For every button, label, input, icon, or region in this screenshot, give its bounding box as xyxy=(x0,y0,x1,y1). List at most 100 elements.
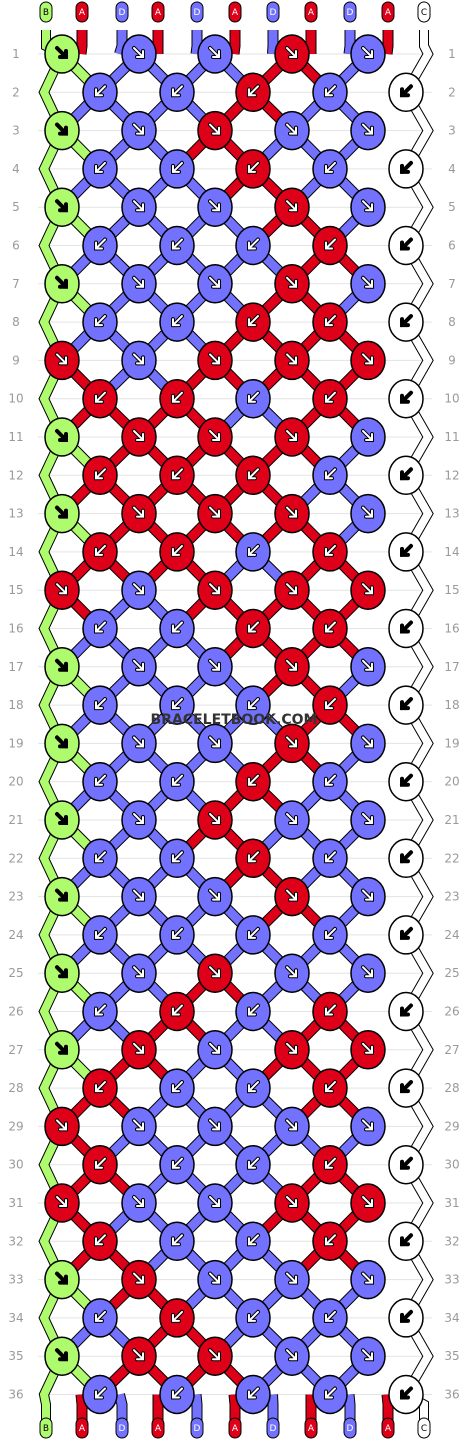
knot xyxy=(350,1259,386,1300)
row-number-right: 26 xyxy=(444,1005,459,1019)
top-strand-label: D xyxy=(270,8,277,18)
row-number-left: 11 xyxy=(8,430,23,444)
backward-knot-arrow-icon xyxy=(401,315,412,327)
bottom-strand-label: C xyxy=(421,1424,427,1434)
row-number-left: 32 xyxy=(8,1234,23,1248)
backward-knot-arrow-icon xyxy=(95,851,106,863)
knot xyxy=(274,1259,310,1300)
bottom-strand xyxy=(115,1393,127,1421)
knot xyxy=(44,570,80,610)
backward-knot-arrow-icon xyxy=(248,698,259,710)
knot xyxy=(235,378,271,419)
knot xyxy=(82,455,118,496)
forward-knot-arrow-icon xyxy=(133,200,144,212)
backward-knot-arrow-icon xyxy=(401,85,412,97)
row-number-right: 19 xyxy=(444,736,459,750)
knot xyxy=(82,1144,118,1185)
knot xyxy=(121,953,157,993)
backward-knot-arrow-icon xyxy=(401,468,412,480)
knot xyxy=(197,110,233,151)
knot xyxy=(235,455,271,496)
row-number-left: 19 xyxy=(8,736,23,750)
forward-knot-arrow-icon xyxy=(362,1272,373,1284)
row-number-right: 23 xyxy=(444,890,459,904)
knot xyxy=(312,1298,348,1338)
backward-knot-arrow-icon xyxy=(325,698,336,710)
forward-knot-arrow-icon xyxy=(56,47,67,58)
forward-knot-arrow-icon xyxy=(286,966,297,978)
forward-knot-arrow-icon xyxy=(362,1196,373,1207)
knot xyxy=(350,417,386,457)
forward-knot-arrow-icon xyxy=(56,1196,67,1207)
backward-knot-arrow-icon xyxy=(325,774,336,786)
knot xyxy=(235,991,271,1032)
forward-knot-arrow-icon xyxy=(209,200,220,212)
knot xyxy=(350,1183,386,1223)
top-strand xyxy=(115,30,127,56)
knot xyxy=(197,953,233,993)
forward-knot-arrow-icon xyxy=(56,1272,67,1284)
backward-knot-arrow-icon xyxy=(401,1157,412,1169)
knot xyxy=(82,532,118,572)
knot xyxy=(159,72,195,113)
knot xyxy=(388,685,424,725)
row-number-left: 22 xyxy=(8,851,23,865)
row-number-left: 18 xyxy=(8,698,23,712)
forward-knot-arrow-icon xyxy=(209,1272,220,1284)
forward-knot-arrow-icon xyxy=(133,1119,144,1131)
backward-knot-arrow-icon xyxy=(248,1081,259,1093)
knot xyxy=(235,685,271,725)
forward-knot-arrow-icon xyxy=(56,1042,67,1054)
knot xyxy=(44,800,80,840)
backward-knot-arrow-icon xyxy=(95,1081,106,1093)
knot xyxy=(274,187,310,227)
knot xyxy=(121,110,157,151)
row-number-left: 24 xyxy=(8,928,23,942)
knot xyxy=(235,838,271,879)
knot xyxy=(44,1259,80,1300)
knot xyxy=(44,876,80,917)
backward-knot-arrow-icon xyxy=(248,238,259,250)
knot xyxy=(388,915,424,955)
knot xyxy=(312,532,348,572)
knot xyxy=(388,72,424,113)
forward-knot-arrow-icon xyxy=(286,1196,297,1207)
bottom-strand-label: A xyxy=(232,1424,239,1434)
bottom-strand-label-pill xyxy=(39,1417,53,1439)
knot xyxy=(274,800,310,840)
top-strand-label-pill xyxy=(115,1,129,23)
backward-knot-arrow-icon xyxy=(325,851,336,863)
knot xyxy=(388,378,424,419)
knot xyxy=(350,110,386,151)
knot xyxy=(159,1144,195,1185)
backward-knot-arrow-icon xyxy=(248,927,259,939)
forward-knot-arrow-icon xyxy=(133,1349,144,1361)
bottom-strand-label: A xyxy=(79,1424,86,1434)
forward-knot-arrow-icon xyxy=(286,813,297,824)
row-number-right: 32 xyxy=(444,1234,459,1248)
row-number-left: 33 xyxy=(8,1273,23,1287)
knot xyxy=(235,608,271,649)
backward-knot-arrow-icon xyxy=(172,1387,183,1399)
knot xyxy=(159,685,195,725)
row-number-right: 6 xyxy=(448,239,456,253)
knot xyxy=(121,264,157,304)
knot xyxy=(44,340,80,381)
backward-knot-arrow-icon xyxy=(248,774,259,786)
knot xyxy=(388,761,424,802)
row-number-right: 15 xyxy=(444,583,459,597)
row-number-right: 3 xyxy=(448,124,456,138)
backward-knot-arrow-icon xyxy=(401,927,412,939)
knot xyxy=(82,1298,118,1338)
knot xyxy=(350,723,386,764)
knot xyxy=(388,149,424,189)
knot xyxy=(44,187,80,227)
backward-knot-arrow-icon xyxy=(401,238,412,250)
knot xyxy=(159,302,195,342)
row-number-left: 10 xyxy=(8,392,23,406)
knot xyxy=(312,1068,348,1108)
knot xyxy=(121,1259,157,1300)
knot xyxy=(235,1374,271,1415)
